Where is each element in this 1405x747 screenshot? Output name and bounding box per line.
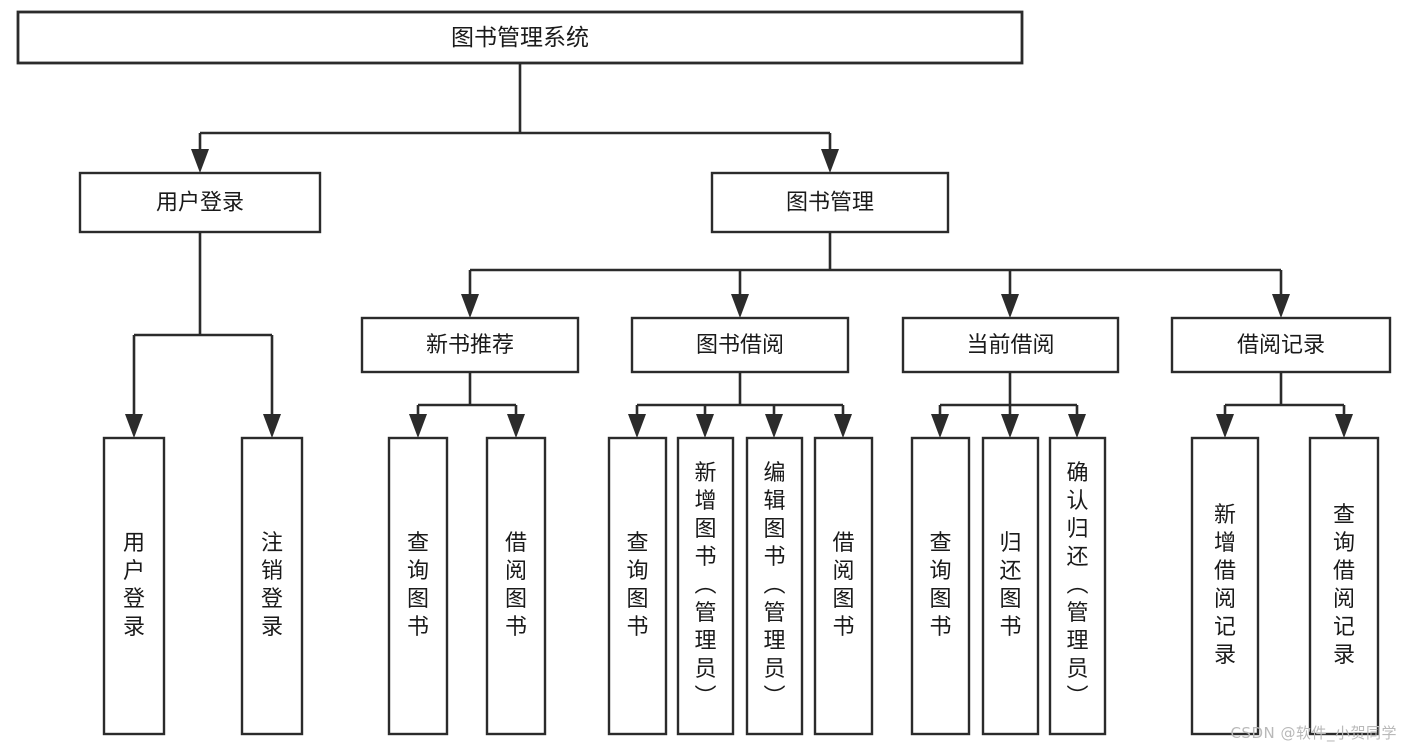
- box-outline: [981, 436, 1040, 736]
- box-outline: [485, 436, 547, 736]
- level3-node-new-book-recommend[interactable]: 新书推荐: [360, 316, 580, 374]
- leaf-node-leaf-borrow-book-rec[interactable]: 借阅图书: [485, 436, 547, 736]
- leaf-node-leaf-query-book-rec[interactable]: 查询图书: [387, 436, 449, 736]
- leaf-label: 借阅图书: [832, 531, 854, 640]
- leaf-label: 新增图书︵管理员︶: [694, 461, 716, 710]
- leaf-node-leaf-user-logout[interactable]: 注销登录: [240, 436, 304, 736]
- connector-bus-borrow-record: [1216, 372, 1353, 438]
- leaf-node-leaf-add-book-admin[interactable]: 新增图书︵管理员︶: [676, 436, 735, 736]
- arrow-head-icon: [1001, 414, 1019, 438]
- leaf-label: 归还图书: [999, 531, 1021, 640]
- box-outline: [387, 436, 449, 736]
- leaf-label: 借阅图书: [505, 531, 527, 640]
- leaf-node-leaf-query-borrow-record[interactable]: 查询借阅记录: [1308, 436, 1380, 736]
- leaf-label: 查询图书: [929, 531, 951, 640]
- arrow-head-icon: [263, 414, 281, 438]
- box-outline: [1048, 436, 1107, 736]
- node-label: 图书管理: [786, 191, 874, 216]
- arrow-head-icon: [409, 414, 427, 438]
- box-outline: [78, 171, 322, 234]
- leaf-label: 查询图书: [626, 531, 648, 640]
- level2-node-user-login[interactable]: 用户登录: [78, 171, 322, 234]
- leaf-node-leaf-add-borrow-record[interactable]: 新增借阅记录: [1190, 436, 1260, 736]
- leaf-label: 查询图书: [407, 531, 429, 640]
- node-label: 借阅记录: [1237, 333, 1325, 358]
- leaf-label: 查询借阅记录: [1333, 503, 1355, 668]
- box-outline: [102, 436, 166, 736]
- node-label: 当前借阅: [966, 333, 1054, 358]
- arrow-head-icon: [731, 294, 749, 318]
- arrow-head-icon: [765, 414, 783, 438]
- arrow-head-icon: [1216, 414, 1234, 438]
- level3-node-borrow-record[interactable]: 借阅记录: [1170, 316, 1392, 374]
- arrow-head-icon: [191, 149, 209, 173]
- connector-bus-new-book-recommend: [409, 372, 525, 438]
- box-outline: [676, 436, 735, 736]
- arrow-head-icon: [1272, 294, 1290, 318]
- box-outline: [901, 316, 1120, 374]
- node-label: 新书推荐: [426, 333, 514, 358]
- box-outline: [1308, 436, 1380, 736]
- leaf-node-leaf-edit-book-admin[interactable]: 编辑图书︵管理员︶: [745, 436, 804, 736]
- level2-node-book-manage[interactable]: 图书管理: [710, 171, 950, 234]
- level3-node-current-borrow[interactable]: 当前借阅: [901, 316, 1120, 374]
- node-label: 用户登录: [156, 191, 244, 216]
- arrow-head-icon: [696, 414, 714, 438]
- box-outline: [813, 436, 874, 736]
- box-outline: [607, 436, 668, 736]
- connector-bus-root: [191, 63, 839, 173]
- leaf-node-leaf-borrow-book[interactable]: 借阅图书: [813, 436, 874, 736]
- leaf-node-leaf-return-book[interactable]: 归还图书: [981, 436, 1040, 736]
- leaf-label: 确认归还︵管理员︶: [1066, 461, 1088, 710]
- box-outline: [16, 10, 1024, 65]
- node-label: 图书借阅: [696, 333, 784, 358]
- leaf-label: 编辑图书︵管理员︶: [763, 461, 785, 710]
- connector-bus-current-borrow: [931, 372, 1086, 438]
- arrow-head-icon: [821, 149, 839, 173]
- node-layer: 图书管理系统用户登录图书管理新书推荐图书借阅当前借阅借阅记录用户登录注销登录查询…: [16, 10, 1392, 736]
- arrow-head-icon: [125, 414, 143, 438]
- arrow-head-icon: [1335, 414, 1353, 438]
- node-label: 图书管理系统: [451, 25, 589, 51]
- box-outline: [710, 171, 950, 234]
- arrow-head-icon: [1001, 294, 1019, 318]
- connector-bus-user-login: [125, 232, 281, 438]
- leaf-label: 用户登录: [123, 531, 145, 640]
- connector-layer: [125, 63, 1353, 438]
- leaf-label: 新增借阅记录: [1214, 503, 1236, 668]
- box-outline: [360, 316, 580, 374]
- box-outline: [745, 436, 804, 736]
- connector-bus-book-borrow: [628, 372, 852, 438]
- arrow-head-icon: [461, 294, 479, 318]
- box-outline: [630, 316, 850, 374]
- arrow-head-icon: [931, 414, 949, 438]
- leaf-node-leaf-query-book-current[interactable]: 查询图书: [910, 436, 971, 736]
- leaf-node-leaf-confirm-return-admin[interactable]: 确认归还︵管理员︶: [1048, 436, 1107, 736]
- root-node-root[interactable]: 图书管理系统: [16, 10, 1024, 65]
- arrow-head-icon: [507, 414, 525, 438]
- level3-node-book-borrow[interactable]: 图书借阅: [630, 316, 850, 374]
- box-outline: [1170, 316, 1392, 374]
- leaf-node-leaf-query-book-borrow[interactable]: 查询图书: [607, 436, 668, 736]
- leaf-label: 注销登录: [261, 531, 283, 640]
- connector-bus-book-manage: [461, 232, 1290, 318]
- arrow-head-icon: [1068, 414, 1086, 438]
- arrow-head-icon: [834, 414, 852, 438]
- box-outline: [910, 436, 971, 736]
- arrow-head-icon: [628, 414, 646, 438]
- leaf-node-leaf-user-login[interactable]: 用户登录: [102, 436, 166, 736]
- box-outline: [1190, 436, 1260, 736]
- box-outline: [240, 436, 304, 736]
